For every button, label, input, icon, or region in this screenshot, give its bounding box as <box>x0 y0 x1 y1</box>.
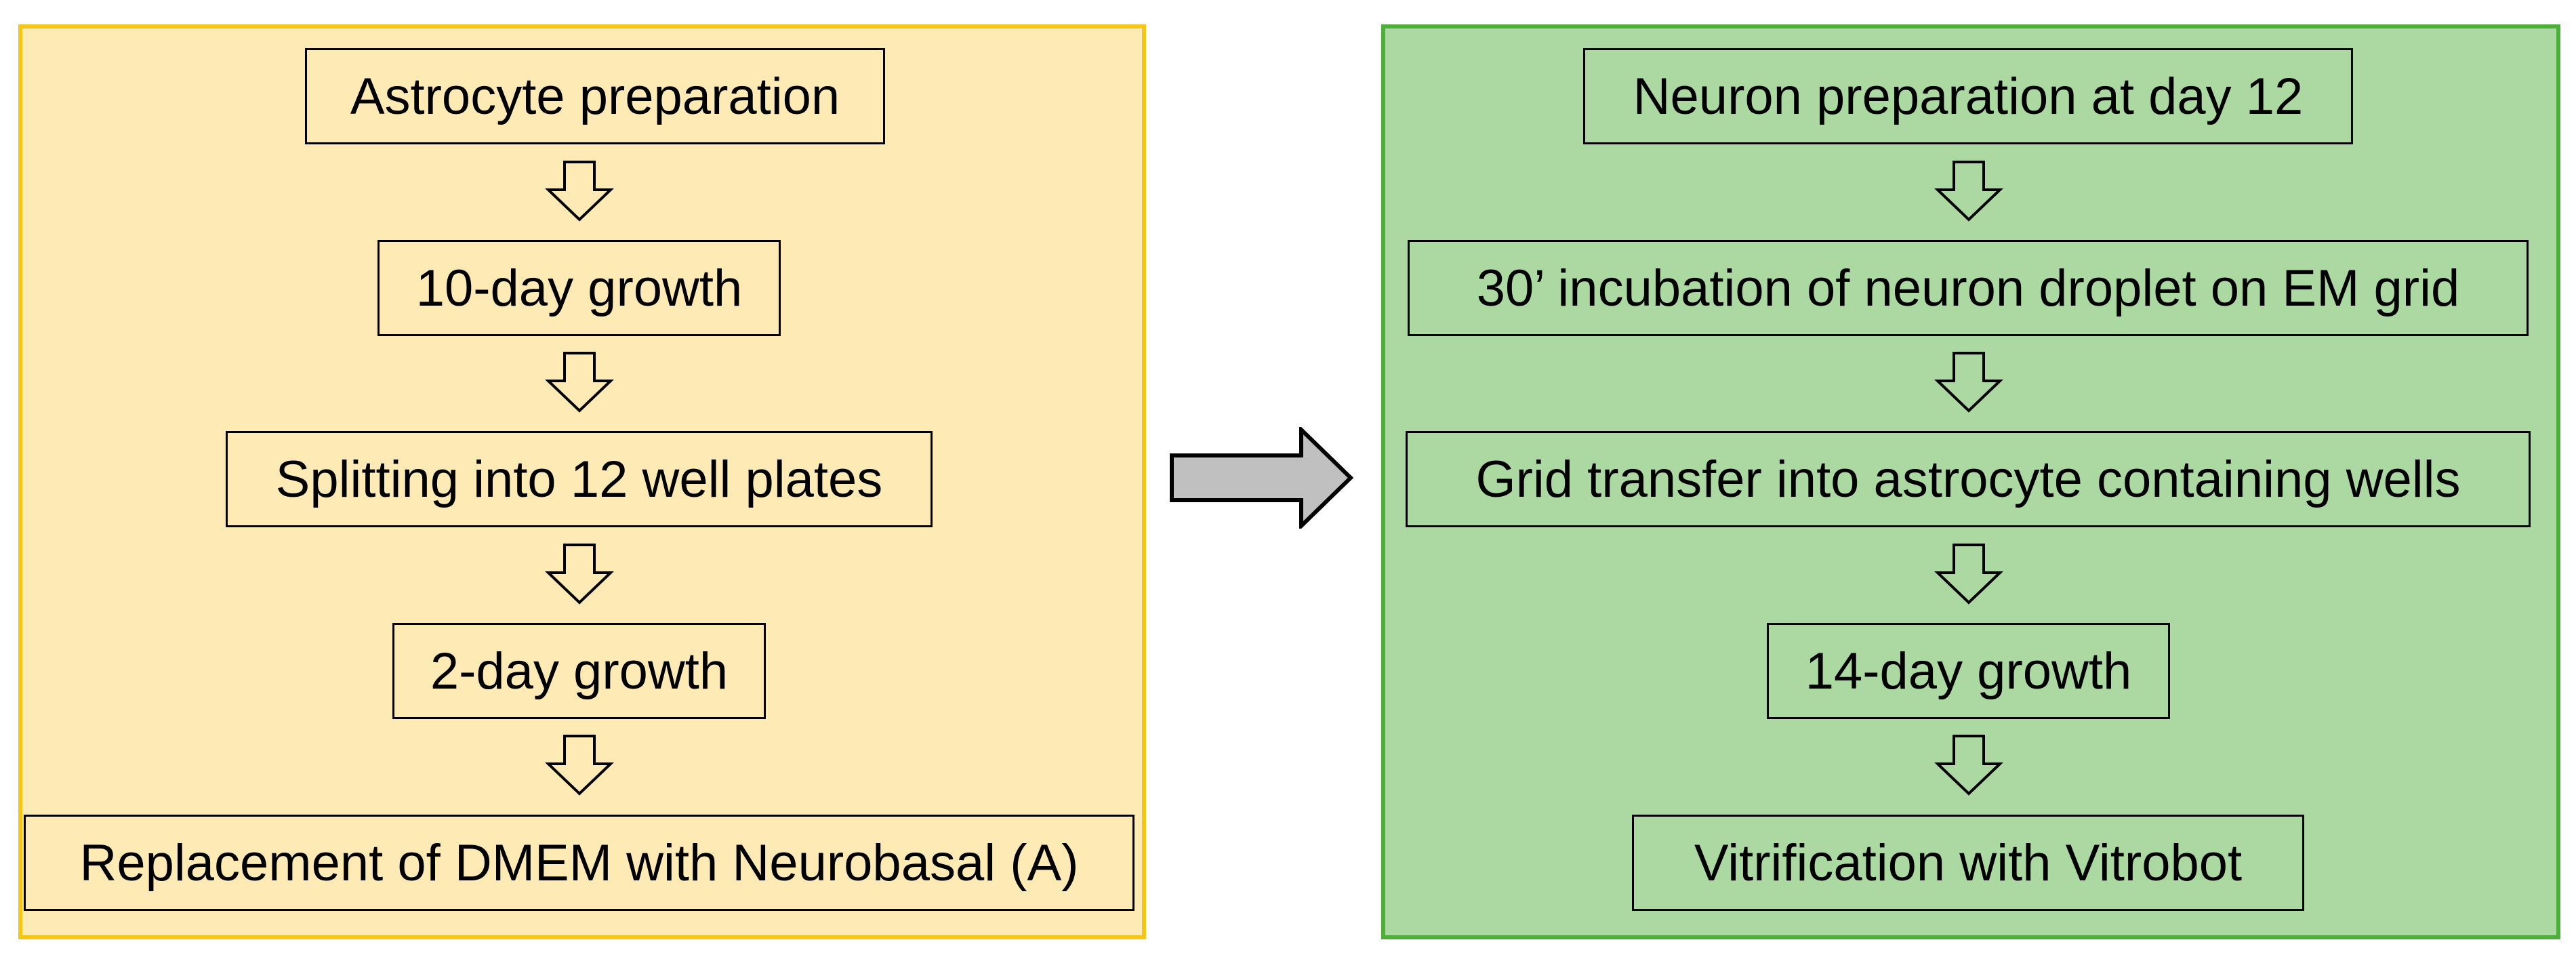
step-replacement-of-dmem: Replacement of DMEM with Neurobasal (A) <box>24 815 1134 911</box>
down-arrow-icon <box>1934 734 2003 796</box>
down-arrow-icon <box>545 351 614 413</box>
step-astrocyte-preparation: Astrocyte preparation <box>305 48 885 144</box>
step-grid-transfer: Grid transfer into astrocyte containing … <box>1406 431 2531 527</box>
down-arrow-icon <box>1934 543 2003 605</box>
right-block-arrow-icon <box>1169 427 1353 529</box>
step-10-day-growth: 10-day growth <box>377 240 781 336</box>
down-arrow-icon <box>545 734 614 796</box>
down-arrow-icon <box>545 160 614 222</box>
step-vitrification: Vitrification with Vitrobot <box>1632 815 2304 911</box>
step-14-day-growth: 14-day growth <box>1767 623 2170 719</box>
step-neuron-preparation: Neuron preparation at day 12 <box>1583 48 2353 144</box>
step-2-day-growth: 2-day growth <box>392 623 766 719</box>
down-arrow-icon <box>1934 160 2003 222</box>
neuron-workflow-panel <box>1381 24 2560 939</box>
down-arrow-icon <box>1934 351 2003 413</box>
step-incubation-on-em-grid: 30’ incubation of neuron droplet on EM g… <box>1408 240 2529 336</box>
down-arrow-icon <box>545 543 614 605</box>
astrocyte-workflow-panel <box>18 24 1146 939</box>
step-splitting-into-well-plates: Splitting into 12 well plates <box>226 431 933 527</box>
